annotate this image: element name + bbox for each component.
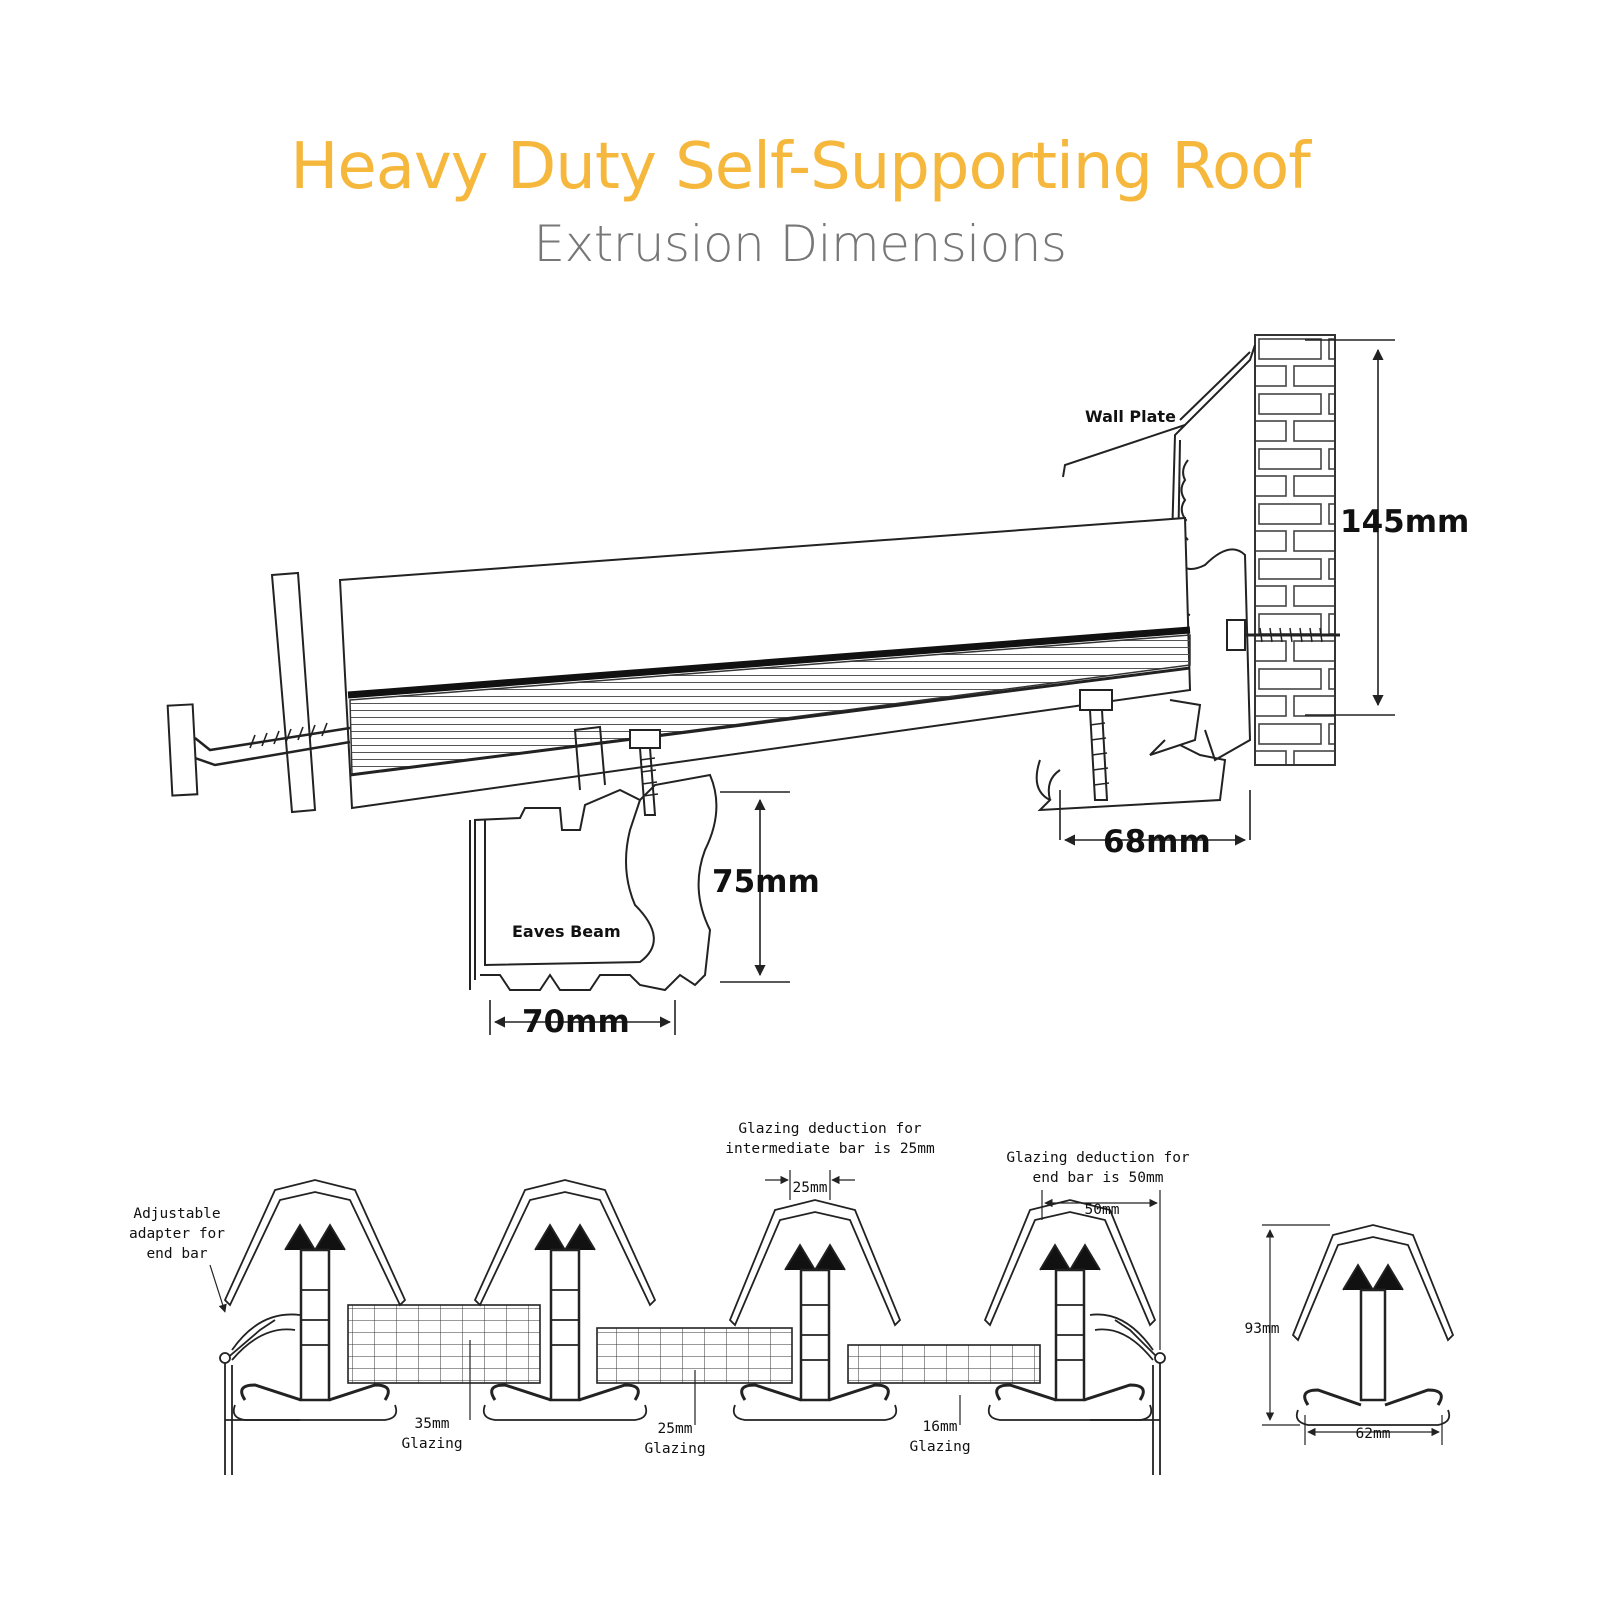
brick-wall xyxy=(1254,334,1336,766)
glazing-25mm-label: 25mm Glazing xyxy=(644,1421,705,1457)
glazing-35mm-word: Glazing xyxy=(401,1436,462,1452)
glazing-16mm-size: 16mm xyxy=(923,1419,958,1435)
glazing-16mm-word: Glazing xyxy=(909,1439,970,1455)
adapter-note-line-2: adapter for xyxy=(129,1226,225,1242)
bar-profile-2 xyxy=(473,1179,657,1421)
end-closure xyxy=(166,571,351,814)
end-note-line-1: Glazing deduction for xyxy=(1006,1150,1190,1166)
dim-beam-width: 70mm xyxy=(522,1004,630,1040)
glazing-35mm-label: 35mm Glazing xyxy=(401,1416,462,1452)
adapter-note-line-3: end bar xyxy=(146,1246,207,1262)
dim-93mm-label: 93mm xyxy=(1245,1321,1280,1337)
intermediate-note-line-1: Glazing deduction for xyxy=(738,1121,922,1137)
page-title: Heavy Duty Self-Supporting Roof xyxy=(290,130,1311,204)
end-bar-right xyxy=(1089,1313,1166,1475)
glazing-35mm-size: 35mm xyxy=(415,1416,450,1432)
intermediate-note-line-2: intermediate bar is 25mm xyxy=(725,1141,935,1157)
eaves-beam-label: Eaves Beam xyxy=(512,922,621,941)
dimension-lines-lower xyxy=(209,1170,1443,1445)
adapter-note-line-1: Adjustable xyxy=(133,1206,220,1222)
lower-section-drawing xyxy=(209,1170,1455,1475)
dimension-lines-upper xyxy=(489,339,1395,1035)
glazing-25mm-word: Glazing xyxy=(644,1441,705,1457)
glazing-35mm xyxy=(347,1304,541,1384)
wall-plate-label: Wall Plate xyxy=(1085,407,1176,426)
intermediate-note: Glazing deduction for intermediate bar i… xyxy=(725,1121,935,1157)
end-bar-left xyxy=(219,1313,301,1475)
page-subtitle: Extrusion Dimensions xyxy=(533,215,1067,273)
bar-profile-3 xyxy=(728,1199,902,1421)
upper-section-drawing xyxy=(166,334,1395,1035)
wall-bracket xyxy=(1035,689,1227,812)
bar-profile-single xyxy=(1291,1224,1455,1426)
dim-50mm-label: 50mm xyxy=(1085,1202,1120,1218)
bar-profile-4 xyxy=(983,1199,1157,1421)
dim-62mm-label: 62mm xyxy=(1356,1426,1391,1442)
glazing-16mm xyxy=(847,1344,1041,1384)
dim-wall-height: 145mm xyxy=(1340,504,1469,540)
glazing-16mm-label: 16mm Glazing xyxy=(909,1419,970,1455)
dim-beam-height: 75mm xyxy=(712,864,820,900)
end-note: Glazing deduction for end bar is 50mm xyxy=(1006,1150,1190,1186)
end-note-line-2: end bar is 50mm xyxy=(1033,1170,1164,1186)
dim-wall-width: 68mm xyxy=(1103,824,1211,860)
eaves-beam xyxy=(469,725,718,992)
bar-profile-1 xyxy=(223,1179,407,1421)
dim-25mm-label: 25mm xyxy=(793,1180,828,1196)
glazing-panel xyxy=(338,516,1192,810)
glazing-25mm-size: 25mm xyxy=(658,1421,693,1437)
adapter-note: Adjustable adapter for end bar xyxy=(129,1206,225,1262)
